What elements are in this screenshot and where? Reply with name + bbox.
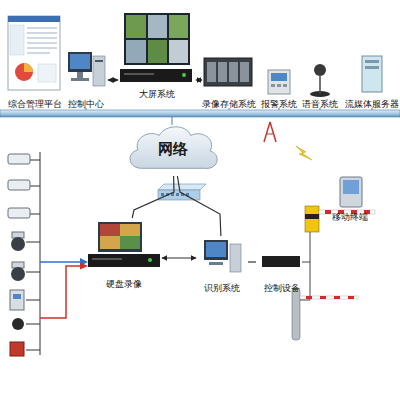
platform-screenshot <box>8 16 60 90</box>
network-cloud: 网络 <box>124 122 222 176</box>
bus-bar <box>0 110 400 117</box>
media-node: 流媒体服务器 <box>344 52 400 110</box>
cameras <box>8 154 30 356</box>
node-label: 流媒体服务器 <box>334 99 400 110</box>
node-label: 移动终端 <box>308 212 392 223</box>
control-pc <box>68 52 105 86</box>
camera-feed <box>40 258 88 318</box>
platform-node: 综合管理平台 <box>2 12 68 110</box>
dvr <box>88 222 160 267</box>
recognition-pc <box>204 240 241 272</box>
controller-box <box>262 256 300 267</box>
connector <box>162 257 196 258</box>
node-label: 控制中心 <box>54 99 118 110</box>
node-label: 硬盘录像 <box>76 279 172 290</box>
connector <box>132 176 174 218</box>
control-node: 控制中心 <box>64 40 108 110</box>
node-label: 综合管理平台 <box>0 99 78 110</box>
pda <box>340 177 362 207</box>
media-server <box>362 56 382 92</box>
voice-node: 语音系统 <box>300 58 340 110</box>
recognition-node: 识别系统 <box>196 236 248 294</box>
node-label: 语音系统 <box>290 99 350 110</box>
node-label: 大屏系统 <box>108 89 206 100</box>
bollard-gate <box>292 288 358 340</box>
video-wall <box>120 13 192 82</box>
screen-node: 大屏系统 <box>118 10 196 100</box>
controller-node: 控制设备 <box>256 252 308 294</box>
dvr-node: 硬盘录像 <box>86 218 162 290</box>
node-label: 报警系统 <box>250 99 308 110</box>
node-label: 网络 <box>124 140 222 159</box>
alarm-panel <box>268 70 290 94</box>
storage-node: 录像存储系统 <box>202 50 256 110</box>
connector <box>108 79 118 80</box>
node-label: 识别系统 <box>186 283 258 294</box>
node-label: 录像存储系统 <box>192 99 266 110</box>
connector <box>248 261 256 262</box>
storage-server <box>204 58 252 86</box>
network-switch <box>158 184 206 200</box>
microphone <box>310 64 330 97</box>
mobile-node: 移动终端 <box>318 175 382 223</box>
wireless-tower <box>264 122 312 160</box>
node-label: 控制设备 <box>246 283 318 294</box>
bus-stubs <box>33 108 372 125</box>
connector <box>196 79 202 80</box>
gate-wiring <box>300 222 318 300</box>
alarm-node: 报警系统 <box>260 60 298 110</box>
connector <box>177 176 221 236</box>
